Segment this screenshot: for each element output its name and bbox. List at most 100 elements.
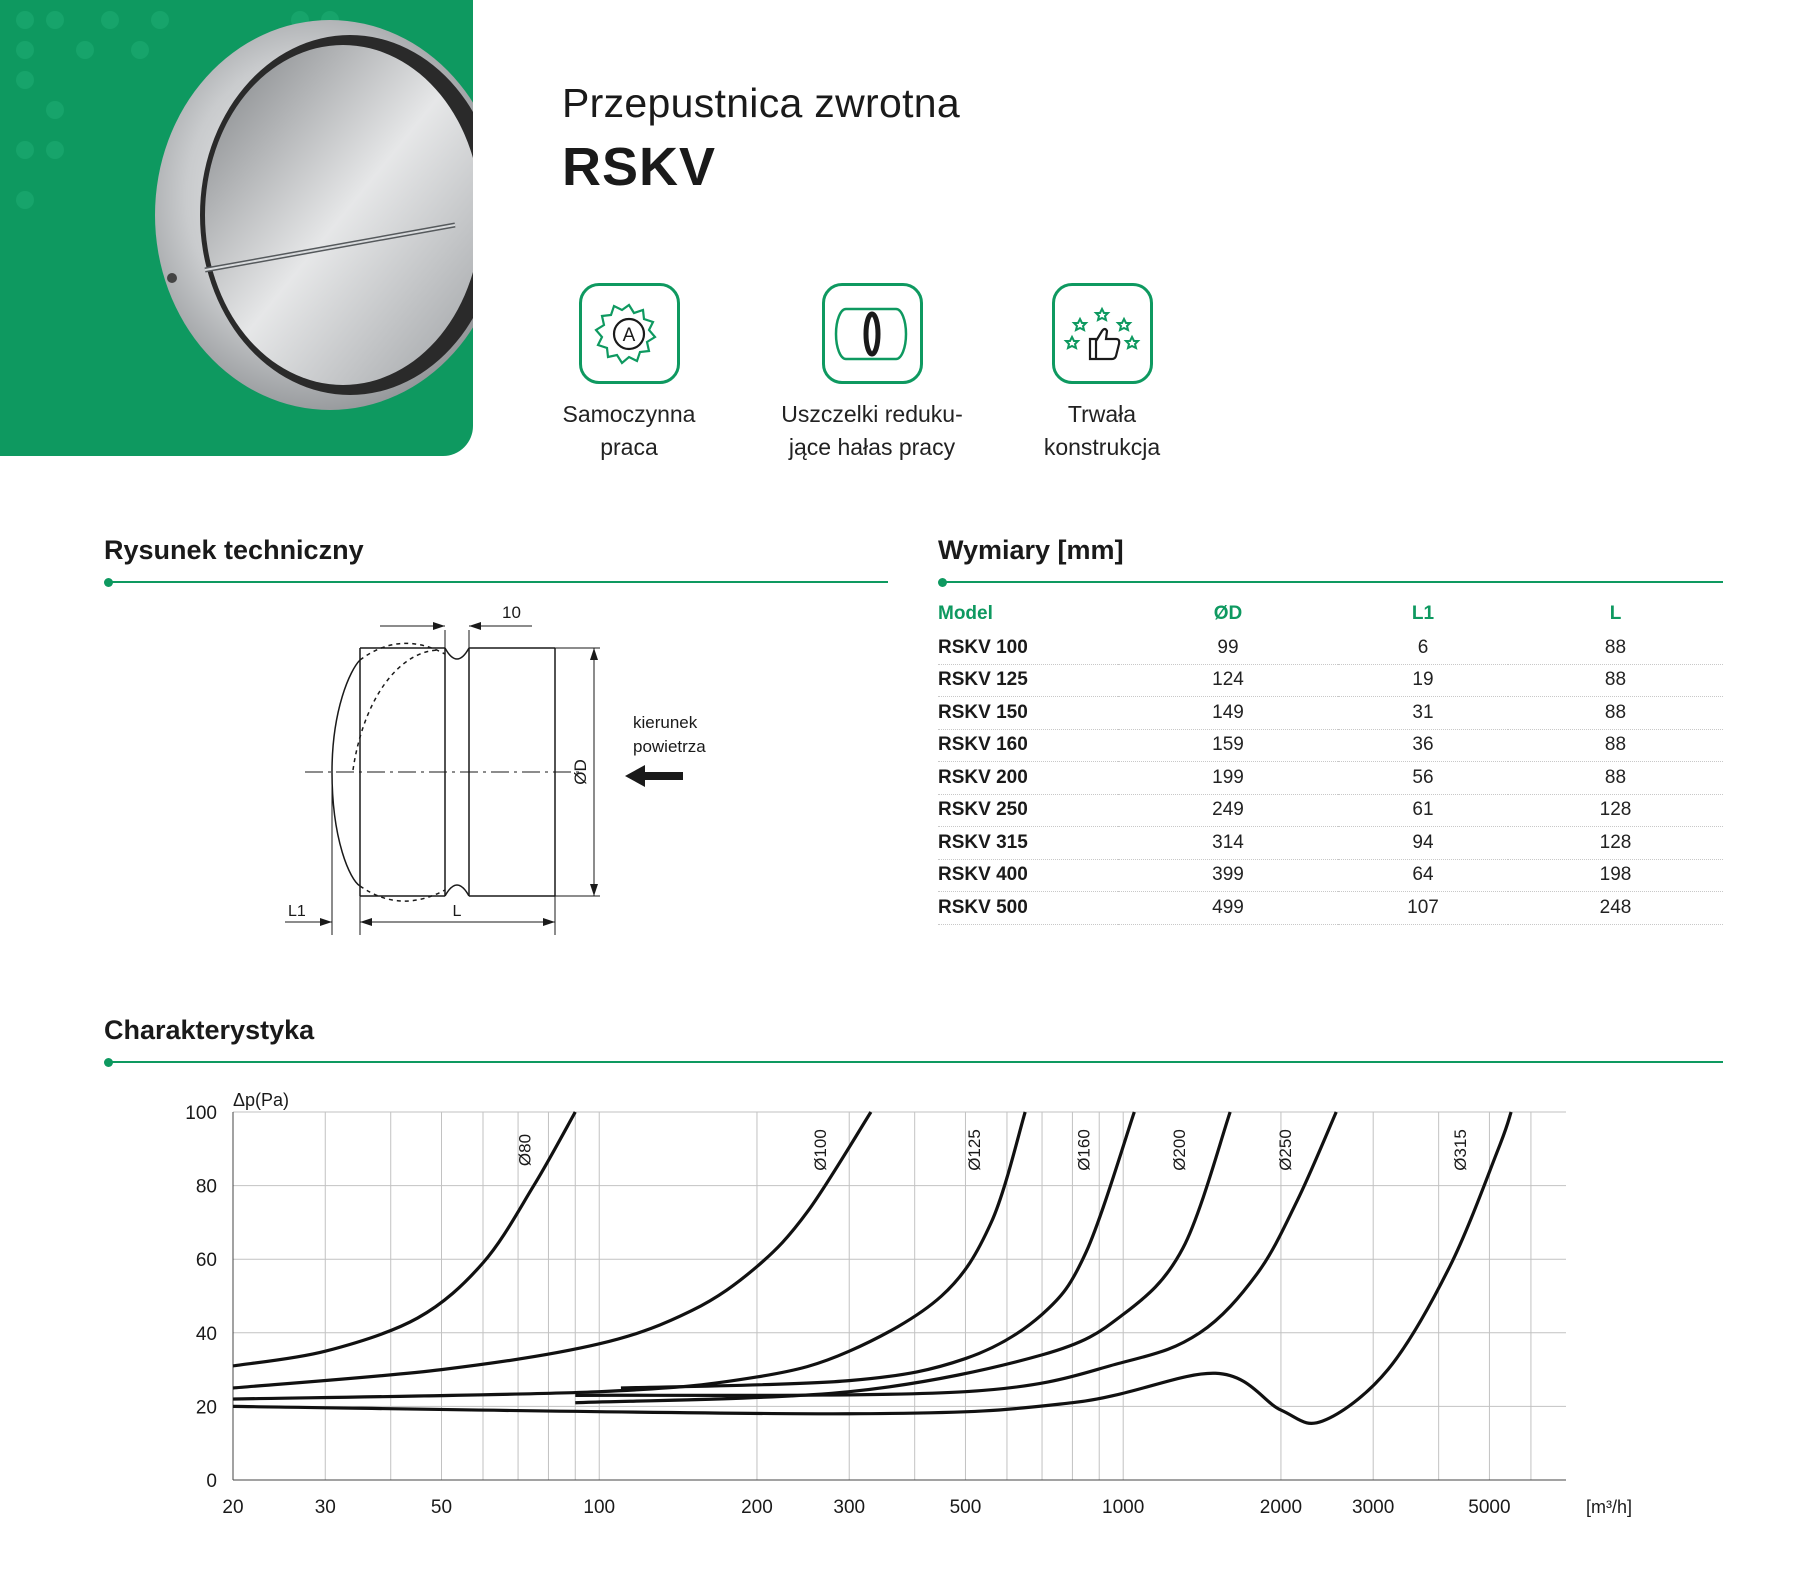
thumbs-up-stars-icon — [1063, 306, 1141, 360]
feature-seals: Uszczelki reduku-jące hałas pracy — [757, 283, 987, 464]
dimensions-section-title: Wymiary [mm] — [938, 535, 1124, 565]
column-header: L — [1609, 603, 1622, 624]
value-cell: 128 — [1508, 794, 1723, 827]
value-cell: 248 — [1508, 891, 1723, 925]
y-tick-label: 40 — [196, 1324, 217, 1345]
y-tick-label: 0 — [206, 1471, 217, 1492]
x-tick-label: 100 — [583, 1497, 615, 1518]
series-label: Ø200 — [1170, 1129, 1189, 1171]
value-cell: 88 — [1508, 761, 1723, 795]
model-cell: RSKV 150 — [938, 696, 1118, 730]
value-cell: 149 — [1118, 696, 1338, 730]
value-cell: 249 — [1118, 794, 1338, 827]
x-tick-label: 2000 — [1260, 1497, 1302, 1518]
value-cell: 88 — [1508, 664, 1723, 697]
series-line — [575, 1111, 1338, 1397]
model-cell: RSKV 125 — [938, 664, 1118, 697]
model-cell: RSKV 250 — [938, 794, 1118, 827]
series-label: Ø125 — [965, 1129, 984, 1171]
value-cell: 124 — [1118, 664, 1338, 697]
model-cell: RSKV 200 — [938, 761, 1118, 795]
table-header-row: Model ØD L1 L — [938, 596, 1723, 632]
column-header: ØD — [1213, 603, 1243, 624]
product-photo — [16, 11, 473, 410]
x-tick-label: 5000 — [1468, 1497, 1510, 1518]
svg-text:A: A — [623, 325, 636, 346]
value-cell: 399 — [1118, 859, 1338, 892]
y-tick-label: 60 — [196, 1250, 217, 1271]
dim-L1-label: L1 — [288, 903, 306, 920]
value-cell: 499 — [1118, 891, 1338, 925]
y-tick-label: 100 — [185, 1103, 217, 1124]
gear-automatic-icon: A — [594, 302, 657, 365]
value-cell: 36 — [1338, 729, 1508, 762]
series-label: Ø80 — [515, 1134, 534, 1166]
model-cell: RSKV 400 — [938, 859, 1118, 892]
dim-D-label: ØD — [571, 759, 590, 785]
dim-10-label: 10 — [502, 603, 521, 622]
value-cell: 88 — [1508, 632, 1723, 665]
model-cell: RSKV 160 — [938, 729, 1118, 762]
series-line — [232, 1111, 1027, 1401]
section-divider — [108, 1061, 1723, 1063]
value-cell: 128 — [1508, 826, 1723, 860]
x-tick-label: 1000 — [1102, 1497, 1144, 1518]
value-cell: 64 — [1338, 859, 1508, 892]
technical-drawing: 10 ØD L L1 kierunek powietrza — [285, 603, 706, 935]
value-cell: 61 — [1338, 794, 1508, 827]
section-divider — [108, 581, 888, 583]
series-line — [232, 1111, 577, 1368]
airflow-label-line2: powietrza — [633, 737, 706, 756]
series-label: Ø160 — [1074, 1129, 1093, 1171]
model-cell: RSKV 100 — [938, 632, 1118, 665]
x-tick-label: 20 — [222, 1497, 243, 1518]
value-cell: 31 — [1338, 696, 1508, 730]
x-tick-label: 50 — [431, 1497, 452, 1518]
series-line — [232, 1111, 1513, 1425]
x-tick-label: 300 — [833, 1497, 865, 1518]
x-axis-label: [m³/h] — [1586, 1497, 1632, 1517]
x-tick-label: 3000 — [1352, 1497, 1394, 1518]
value-cell: 56 — [1338, 761, 1508, 795]
model-cell: RSKV 500 — [938, 891, 1118, 925]
section-divider — [942, 581, 1723, 583]
product-subtitle: Przepustnica zwrotna — [562, 80, 960, 126]
dim-L-label: L — [453, 903, 462, 920]
column-header: Model — [938, 603, 993, 624]
y-tick-label: 20 — [196, 1397, 217, 1418]
hero-banner — [0, 0, 473, 456]
airflow-label-line1: kierunek — [633, 713, 698, 732]
series-label: Ø315 — [1451, 1129, 1470, 1171]
column-header: L1 — [1411, 603, 1435, 624]
value-cell: 199 — [1118, 761, 1338, 795]
x-tick-label: 200 — [741, 1497, 773, 1518]
series-label: Ø100 — [811, 1129, 830, 1171]
value-cell: 88 — [1508, 729, 1723, 762]
product-model-title: RSKV — [562, 137, 717, 197]
model-cell: RSKV 315 — [938, 826, 1118, 860]
value-cell: 88 — [1508, 696, 1723, 730]
value-cell: 159 — [1118, 729, 1338, 762]
feature-icon-box: A — [578, 283, 680, 384]
drawing-section-title: Rysunek techniczny — [104, 535, 364, 565]
seal-ring-icon — [834, 307, 908, 360]
feature-label: Uszczelki reduku-jące hałas pracy — [781, 401, 963, 460]
value-cell: 19 — [1338, 664, 1508, 697]
series-label: Ø250 — [1276, 1129, 1295, 1171]
y-tick-label: 80 — [196, 1177, 217, 1198]
series-line — [575, 1111, 1232, 1405]
value-cell: 198 — [1508, 859, 1723, 892]
